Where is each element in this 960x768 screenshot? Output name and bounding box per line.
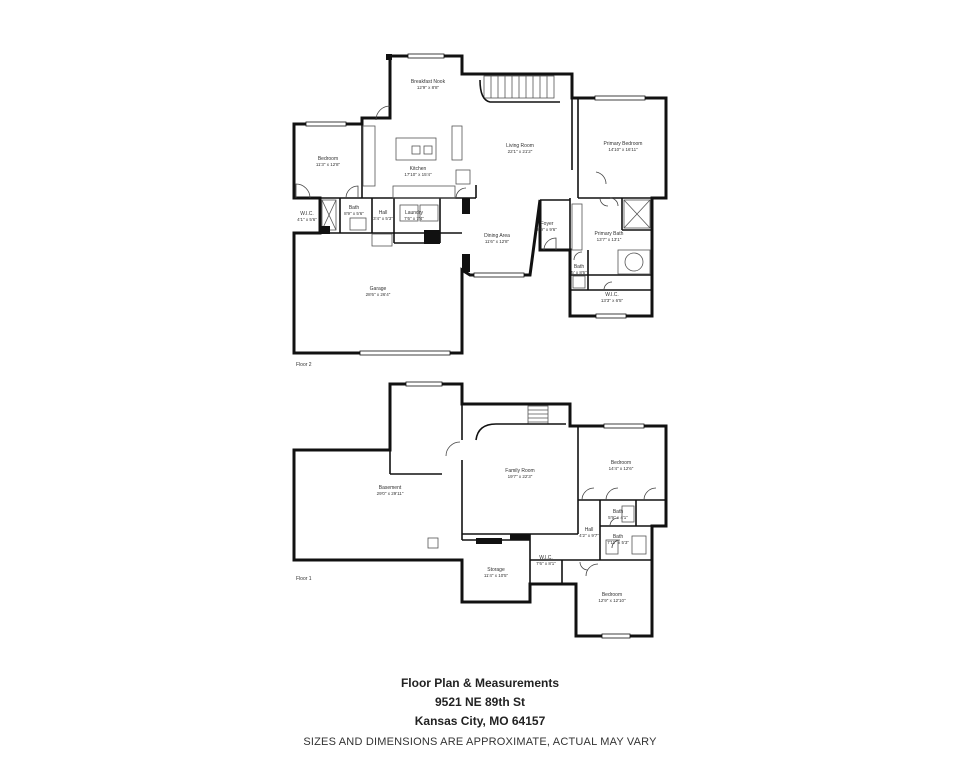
room-dim-bedroom-f1-bottom: 12'9" x 12'10"	[598, 598, 626, 603]
room-dim-wic-f2-right: 13'3" x 6'5"	[601, 298, 624, 303]
floor-1-windows	[405, 381, 645, 639]
room-dim-primary-bedroom: 14'10" x 16'11"	[608, 147, 638, 152]
floor-2-plan: Breakfast Nook 12'9" x 8'8" Living Room …	[292, 53, 668, 368]
room-name-family-room: Family Room	[505, 468, 534, 474]
room-dim-bath-f2-left: 8'9" x 5'6"	[344, 211, 364, 216]
room-dim-hall-f1: 4'2" x 9'7"	[579, 533, 599, 538]
room-dim-laundry: 7'6" x 7'4"	[404, 216, 424, 221]
room-name-kitchen: Kitchen	[410, 166, 427, 172]
room-name-garage: Garage	[370, 286, 387, 292]
room-dim-dining-area: 11'6" x 12'8"	[485, 239, 510, 244]
room-dim-foyer: 8'9" x 9'6"	[537, 227, 557, 232]
room-dim-primary-bath: 13'7" x 13'1"	[597, 237, 622, 242]
room-name-laundry: Laundry	[405, 210, 424, 216]
floor-2-interior-walls	[294, 98, 652, 291]
room-name-basement: Basement	[379, 485, 402, 491]
footer-disclaimer: SIZES AND DIMENSIONS ARE APPROXIMATE, AC…	[303, 736, 657, 748]
room-dim-basement: 29'0" x 29'11"	[377, 491, 404, 496]
footer-address-line2: Kansas City, MO 64157	[414, 714, 546, 728]
room-name-bedroom-f1-bottom: Bedroom	[602, 592, 622, 598]
room-name-dining-area: Dining Area	[484, 233, 510, 239]
floor-2-bath-fixtures	[321, 199, 651, 289]
floor-1-fixtures	[427, 505, 647, 555]
room-name-storage: Storage	[487, 567, 505, 573]
footer-title: Floor Plan & Measurements	[400, 676, 560, 690]
floor-2-structural-fill	[320, 54, 470, 272]
floor-1-stairs	[475, 405, 566, 441]
room-name-hall-f2: Hall	[379, 210, 388, 216]
kitchen-fixtures	[362, 105, 471, 199]
room-dim-kitchen: 17'10" x 15'4"	[404, 172, 432, 177]
room-name-bath-f2-small: Bath	[574, 264, 585, 270]
footer-title-block: Floor Plan & Measurements 9521 NE 89th S…	[0, 674, 960, 731]
room-dim-hall-f2: 3'4" x 5'3"	[373, 216, 393, 221]
room-name-bath-f1-b: Bath	[613, 534, 624, 540]
room-dim-family-room: 19'7" x 22'3"	[508, 474, 533, 479]
room-name-bedroom-f1-top: Bedroom	[611, 460, 631, 466]
floor-2-label: Floor 2	[296, 362, 312, 368]
floor-1-structural-fill	[476, 534, 530, 544]
room-name-bath-f1-a: Bath	[613, 509, 624, 515]
room-name-wic-f2-left: W.I.C.	[300, 211, 314, 217]
floor-1-plan: Basement 29'0" x 29'11" Family Room 19'7…	[292, 381, 668, 639]
floor-1-interior-walls	[389, 404, 666, 584]
room-name-foyer: Foyer	[541, 221, 554, 227]
room-name-breakfast-nook: Breakfast Nook	[411, 79, 446, 85]
room-name-wic-f1: W.I.C.	[539, 555, 553, 561]
floor-1-outer-wall	[292, 382, 668, 638]
room-dim-breakfast-nook: 12'9" x 8'8"	[417, 85, 440, 90]
floor-1-doors	[445, 441, 657, 577]
room-dim-bedroom-f1-top: 14'4" x 12'6"	[609, 466, 634, 471]
room-dim-wic-f1: 7'6" x 8'1"	[536, 561, 556, 566]
floor-1-label: Floor 1	[296, 576, 312, 582]
room-name-primary-bath: Primary Bath	[595, 231, 624, 237]
floor-2-windows	[305, 53, 646, 356]
room-dim-garage: 28'6" x 26'4"	[366, 292, 391, 297]
room-dim-wic-f2-left: 4'1" x 5'6"	[297, 217, 317, 222]
room-name-bedroom-f2: Bedroom	[318, 156, 338, 162]
room-name-living-room: Living Room	[506, 143, 534, 149]
floor-2-stairs	[479, 75, 560, 103]
room-dim-bath-f2-small: 5' x 8'6"	[571, 270, 587, 275]
room-dim-bath-f1-b: 7'11" x 5'3"	[607, 540, 629, 545]
room-dim-storage: 11'4" x 10'5"	[484, 573, 509, 578]
room-dim-bedroom-f2: 11'3" x 12'8"	[316, 162, 341, 167]
footer-address-line1: 9521 NE 89th St	[434, 695, 526, 709]
room-dim-living-room: 22'1" x 21'2"	[508, 149, 533, 154]
room-name-bath-f2-left: Bath	[349, 205, 360, 211]
room-name-wic-f2-right: W.I.C.	[605, 292, 619, 298]
room-name-hall-f1: Hall	[585, 527, 594, 533]
floor-2-doors	[295, 171, 619, 291]
room-dim-bath-f1-a: 5'9" x 4'1"	[608, 515, 628, 520]
room-name-primary-bedroom: Primary Bedroom	[604, 141, 643, 147]
